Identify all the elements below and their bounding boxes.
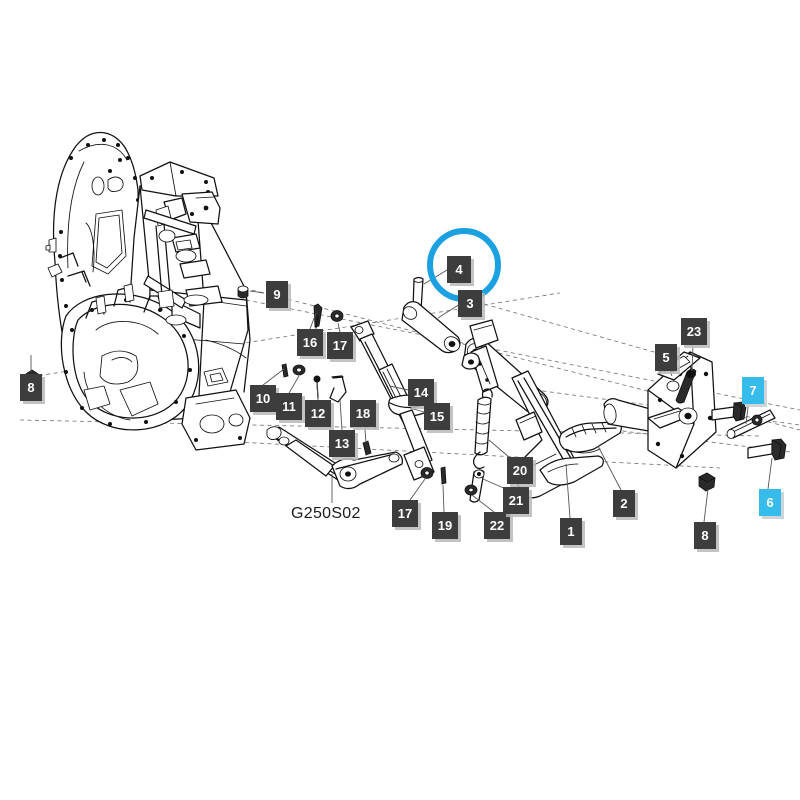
- part-20-return-spring: [473, 388, 493, 470]
- callout-label-3[interactable]: 3: [458, 290, 482, 317]
- callout-label-8[interactable]: 8: [20, 374, 42, 401]
- part-23-bolt: [675, 368, 697, 404]
- callout-label-23[interactable]: 23: [681, 318, 707, 345]
- part-6-flange-bolt: [747, 438, 787, 461]
- callout-label-20[interactable]: 20: [507, 457, 533, 484]
- callout-label-17[interactable]: 17: [327, 332, 353, 359]
- part-17-washer-top: [330, 310, 344, 322]
- callout-label-21[interactable]: 21: [503, 487, 529, 514]
- part-2-pedal-pad: [558, 421, 622, 454]
- callout-label-9[interactable]: 9: [266, 281, 288, 308]
- callout-label-10[interactable]: 10: [250, 385, 276, 412]
- callout-label-5[interactable]: 5: [655, 344, 677, 371]
- callout-label-6[interactable]: 6: [759, 489, 781, 516]
- callout-label-19[interactable]: 19: [432, 512, 458, 539]
- part-5-mounting-bracket: [603, 351, 717, 469]
- part-small-washer-right: [751, 414, 763, 426]
- callout-label-11[interactable]: 11: [276, 393, 302, 420]
- callout-label-22[interactable]: 22: [484, 512, 510, 539]
- callout-label-18[interactable]: 18: [350, 400, 376, 427]
- part-22-washer: [464, 484, 478, 496]
- callout-label-12[interactable]: 12: [305, 400, 331, 427]
- callout-label-14[interactable]: 14: [408, 379, 434, 406]
- callout-label-13[interactable]: 13: [329, 430, 355, 457]
- part-16-cotter-pin: [313, 303, 323, 329]
- part-9-plug: [237, 285, 249, 299]
- part-19-pin: [440, 466, 447, 485]
- callout-label-8[interactable]: 8: [694, 522, 716, 549]
- part-3-shaft-sleeve: [401, 301, 461, 354]
- callout-label-2[interactable]: 2: [613, 490, 635, 517]
- part-18-grub-screw: [362, 440, 372, 456]
- part-g250s02-rod: [266, 426, 403, 490]
- callout-label-17[interactable]: 17: [392, 500, 418, 527]
- callout-label-15[interactable]: 15: [424, 403, 450, 430]
- part-10-pin: [281, 363, 289, 378]
- part-7-split-pin: [726, 409, 776, 439]
- part-code-label: G250S02: [291, 505, 361, 522]
- callout-label-16[interactable]: 16: [297, 329, 323, 356]
- part-11-collar: [292, 364, 306, 376]
- callout-label-4[interactable]: 4: [447, 256, 471, 283]
- part-8-right-nut: [698, 472, 716, 492]
- callout-leader-lines: [30, 269, 773, 523]
- callout-label-7[interactable]: 7: [742, 377, 764, 404]
- transmission-housing: [45, 131, 251, 451]
- part-13-wire-clip: [329, 375, 347, 403]
- part-bolt-center: [711, 401, 747, 422]
- callout-label-1[interactable]: 1: [560, 518, 582, 545]
- part-17-washer-lower: [420, 467, 434, 479]
